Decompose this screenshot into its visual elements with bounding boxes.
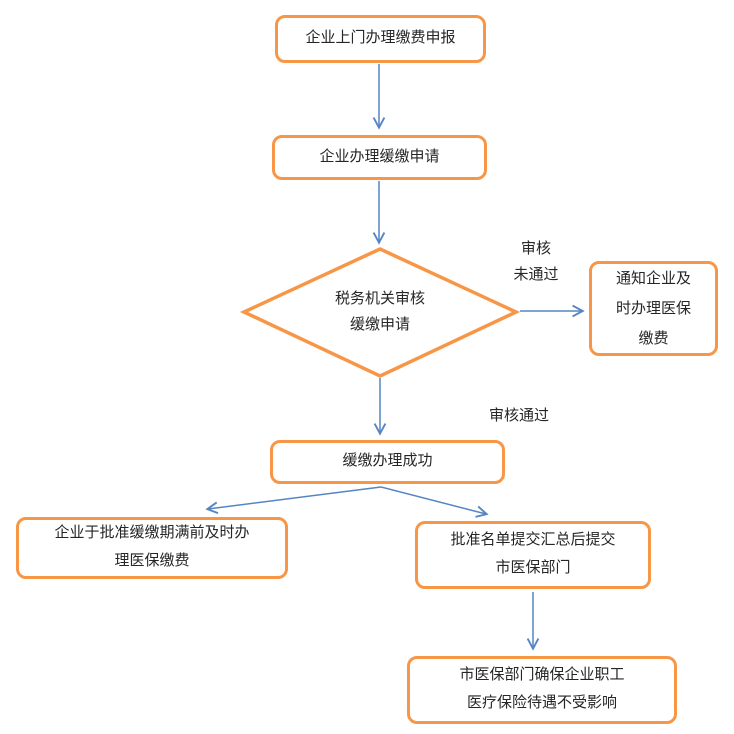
node-deferral-success-label: 缓缴办理成功: [342, 453, 433, 470]
arrow-success-to-submit-list: [380, 486, 489, 518]
node-apply-deferral-label: 企业办理缓缴申请: [319, 148, 440, 165]
node-apply-deferral: 企业办理缓缴申请: [272, 135, 487, 180]
node-pay-before-expiry: 企业于批准缓缴期满前及时办 理医保缴费: [16, 517, 288, 579]
edge-label-review-rejected: 审核 未通过: [513, 241, 559, 284]
node-ensure-benefits-label: 市医保部门确保企业职工 医疗保险待遇不受影响: [459, 667, 625, 711]
node-notify-pay: 通知企业及 时办理医保 缴费: [589, 261, 718, 356]
decision-diamond-shape: [239, 247, 521, 378]
node-notify-pay-label: 通知企业及 时办理医保 缴费: [615, 270, 691, 347]
node-enterprise-declare-label: 企业上门办理缴费申报: [305, 30, 456, 47]
node-enterprise-declare: 企业上门办理缴费申报: [275, 15, 486, 63]
node-ensure-benefits: 市医保部门确保企业职工 医疗保险待遇不受影响: [407, 656, 677, 724]
node-submit-approved-list-label: 批准名单提交汇总后提交 市医保部门: [450, 532, 616, 576]
node-tax-review-label: 税务机关审核 缓缴申请: [334, 290, 425, 333]
node-pay-before-expiry-label: 企业于批准缓缴期满前及时办 理医保缴费: [54, 525, 250, 569]
node-submit-approved-list: 批准名单提交汇总后提交 市医保部门: [415, 521, 651, 589]
edge-label-review-passed: 审核通过: [488, 408, 549, 424]
arrow-success-to-pay-before-expiry: [205, 486, 382, 515]
node-deferral-success: 缓缴办理成功: [270, 440, 505, 484]
